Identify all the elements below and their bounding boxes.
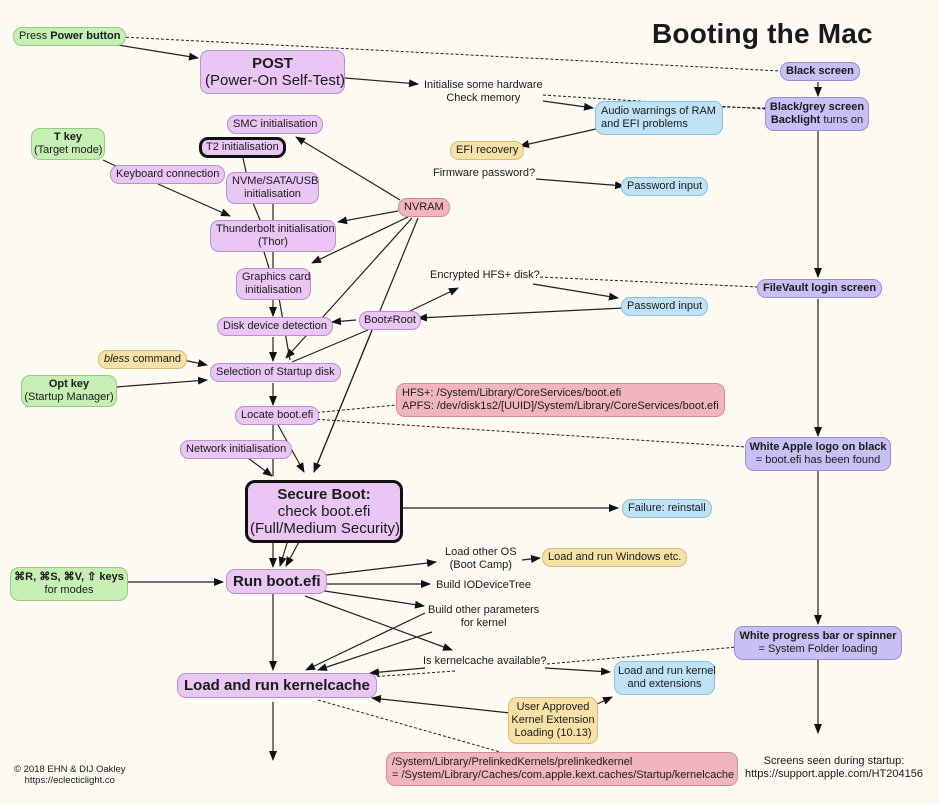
edge-thunder-graphics-1	[263, 251, 270, 269]
keyboard-connection-node: Keyboard connection	[110, 165, 226, 184]
dash-kcavail-kernelcache	[369, 670, 456, 678]
screens-reference-label: Screens seen during startup: https://sup…	[745, 755, 923, 780]
nvme-init-node: NVMe/SATA/USB initialisation	[226, 172, 319, 204]
black-grey-screen-node: Black/grey screen Backlight turns on	[765, 97, 869, 131]
load-kernel-extensions-node: Load and run kernel and extensions	[614, 661, 716, 695]
efi-recovery-node: EFI recovery	[450, 141, 525, 160]
boot-efi-paths-note: HFS+: /System/Library/CoreServices/boot.…	[396, 383, 725, 417]
edge-params2-kernelcache	[317, 631, 433, 671]
t-key-node: T key (Target mode)	[31, 128, 105, 160]
dash-locate-apple	[311, 418, 747, 448]
edge-nvme-thunder-1	[252, 202, 261, 221]
copyright-label: © 2018 EHN & DIJ Oakley https://eclectic…	[14, 764, 126, 786]
smc-init-node: SMC initialisation	[227, 115, 324, 134]
bless-command-node: bless command	[98, 350, 188, 369]
disk-detection-node: Disk device detection	[217, 317, 333, 336]
edge-secure-run-2	[278, 539, 289, 567]
nvram-node: NVRAM	[398, 198, 450, 217]
black-screen-node: Black screen	[780, 62, 860, 81]
network-init-node: Network initialisation	[180, 440, 293, 459]
edge-bootroot-selection	[291, 329, 369, 363]
edge-run-otheros	[317, 559, 437, 577]
mode-keys-node: ⌘R, ⌘S, ⌘V, ⇧ keys for modes	[10, 567, 128, 601]
edge-ukel-kernelcache	[371, 694, 511, 714]
dash-kernelcache-paths	[317, 699, 501, 753]
kernelcache-available-label: Is kernelcache available?	[423, 655, 547, 667]
failure-reinstall-node: Failure: reinstall	[622, 499, 712, 518]
edge-inithw-audio	[542, 100, 594, 111]
edge-t2-nvme	[242, 157, 247, 173]
diagram-title: Booting the Mac	[652, 18, 873, 49]
white-apple-logo-node: White Apple logo on black = boot.efi has…	[745, 437, 891, 471]
secure-boot-node: Secure Boot: check boot.efi (Full/Medium…	[245, 480, 403, 543]
audio-warnings-node: Audio warnings of RAM and EFI problems	[595, 101, 723, 135]
init-hardware-label: Initialise some hardware Check memory	[424, 79, 543, 104]
password-input-node-2: Password input	[621, 297, 709, 316]
build-iodevicetree-label: Build IODeviceTree	[436, 579, 531, 591]
dash-locate-paths	[311, 404, 397, 414]
edge-params-kernelcache	[305, 612, 426, 671]
edge-bless-selection	[182, 359, 208, 368]
password-input-node-1: Password input	[621, 177, 709, 196]
edge-nvram-smc	[295, 136, 401, 201]
edge-otheros-windows	[521, 555, 541, 563]
edge-bootroot-disk	[331, 317, 357, 326]
t2-init-node: T2 initialisation	[199, 137, 286, 158]
edge-run-params	[317, 589, 425, 609]
load-other-os-label: Load other OS (Boot Camp)	[445, 546, 517, 571]
opt-key-node: Opt key (Startup Manager)	[21, 375, 117, 407]
edge-fw-password	[535, 178, 625, 190]
post-node: POST (Power-On Self-Test)	[200, 50, 345, 94]
edge-bootroot-secure	[313, 329, 373, 473]
edge-secure-run-3	[285, 539, 301, 567]
edge-bootroot-encrypted	[409, 287, 459, 312]
filevault-login-node: FileVault login screen	[757, 279, 883, 298]
build-parameters-label: Build other parameters for kernel	[428, 604, 540, 629]
edge-encrypted-pw	[532, 283, 619, 301]
load-windows-node: Load and run Windows etc.	[542, 548, 688, 567]
firmware-password-label: Firmware password?	[433, 167, 536, 179]
edge-network-secure	[247, 457, 273, 477]
edge-post-inithw	[344, 77, 419, 88]
dash-kcavail-progress	[546, 646, 738, 665]
edge-nvram-graphics	[311, 216, 409, 264]
encrypted-disk-label: Encrypted HFS+ disk?	[430, 269, 540, 281]
press-power-button-node: Press Power button	[13, 27, 127, 46]
load-kernelcache-node: Load and run kernelcache	[177, 673, 377, 698]
dash-audio-blackgrey	[721, 106, 766, 109]
edge-kcavail-kernelext	[544, 667, 611, 676]
dash-encrypted-filevault	[539, 276, 759, 288]
edge-keyboard-thunder	[157, 183, 231, 217]
white-progress-bar-node: White progress bar or spinner = System F…	[734, 626, 902, 660]
edge-audio-efi	[519, 128, 597, 148]
run-boot-efi-node: Run boot.efi	[226, 569, 328, 594]
graphics-init-node: Graphics card initialisation	[236, 268, 311, 300]
boot-root-node: Boot≠Root	[359, 311, 421, 330]
edge-opt-selection	[115, 376, 208, 388]
thunderbolt-init-node: Thunderbolt initialisation (Thor)	[210, 220, 336, 252]
user-approved-kext-node: User Approved Kernel Extension Loading (…	[508, 697, 598, 744]
startup-disk-selection-node: Selection of Startup disk	[210, 363, 341, 382]
edge-power-post	[117, 44, 199, 61]
edge-nvram-thunder	[337, 210, 399, 225]
edge-kcavail-kernelcache	[369, 667, 426, 677]
edge-run-kcavail	[304, 595, 453, 651]
edge-pw-bootroot	[417, 307, 625, 322]
kernelcache-paths-note: /System/Library/PrelinkedKernels/prelink…	[386, 752, 738, 786]
locate-boot-efi-node: Locate boot.efi	[235, 406, 320, 425]
